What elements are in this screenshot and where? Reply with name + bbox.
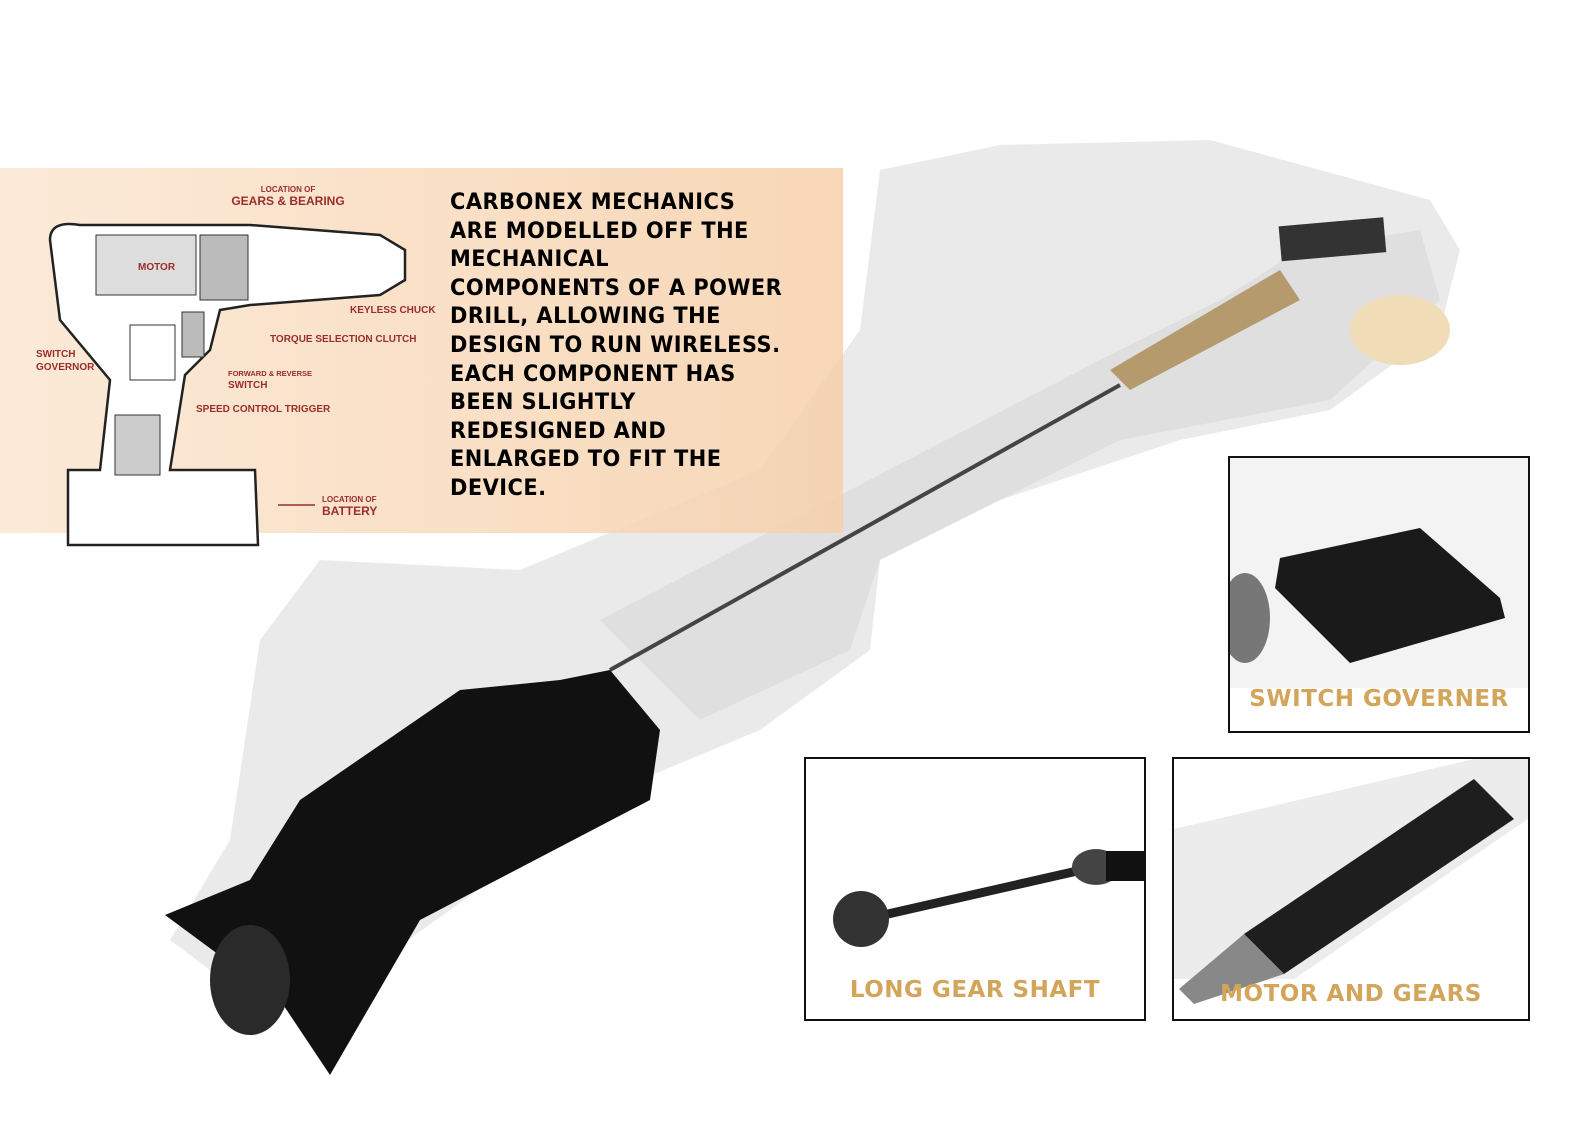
gear-block <box>199 234 249 301</box>
motor-block <box>95 234 197 296</box>
gears-label: GEARS & BEARING <box>231 194 344 208</box>
fr-switch-label: SWITCH <box>228 380 267 391</box>
battery-post <box>114 414 161 476</box>
switch-governer-caption: SWITCH GOVERNER <box>1249 686 1509 712</box>
motor-and-gears-image <box>1174 759 1528 1004</box>
torque-clutch-label: TORQUE SELECTION CLUTCH <box>270 334 416 345</box>
switch-governer-image <box>1230 458 1528 731</box>
long-gear-shaft-image <box>833 849 1144 947</box>
switch-governer-callout: SWITCH GOVERNER <box>1228 456 1530 733</box>
motor-and-gears-caption: MOTOR AND GEARS <box>1220 981 1482 1007</box>
description-text: CARBONEX MECHANICS ARE MODELLED OFF THE … <box>450 189 783 501</box>
speed-trigger-label: SPEED CONTROL TRIGGER <box>196 404 331 415</box>
motor-housing <box>1110 270 1300 390</box>
gear-shaft <box>609 383 1121 672</box>
trigger <box>181 311 205 358</box>
motor-label: MOTOR <box>138 262 176 273</box>
gears-location-label-small: LOCATION OF <box>261 185 316 194</box>
switch-governor-label-2: GOVERNOR <box>36 362 95 373</box>
switch-governor-label-1: SWITCH <box>36 349 75 360</box>
switch-block <box>1278 217 1387 262</box>
auger-opening <box>210 925 290 1035</box>
power-drill-diagram: LOCATION OF GEARS & BEARING MOTOR KEYLES… <box>36 185 436 547</box>
battery-label: BATTERY <box>322 504 377 518</box>
motor-and-gears-callout: MOTOR AND GEARS <box>1172 757 1530 1021</box>
device-body <box>600 230 1440 720</box>
keyless-chuck-label: KEYLESS CHUCK <box>350 305 436 316</box>
governor <box>129 324 176 381</box>
battery-location-label-small: LOCATION OF <box>322 495 377 504</box>
fr-switch-label-small: FORWARD & REVERSE <box>228 369 312 378</box>
long-gear-shaft-caption: LONG GEAR SHAFT <box>849 977 1101 1003</box>
long-gear-shaft-callout: LONG GEAR SHAFT <box>804 757 1146 1021</box>
gear-disc <box>1350 295 1450 365</box>
